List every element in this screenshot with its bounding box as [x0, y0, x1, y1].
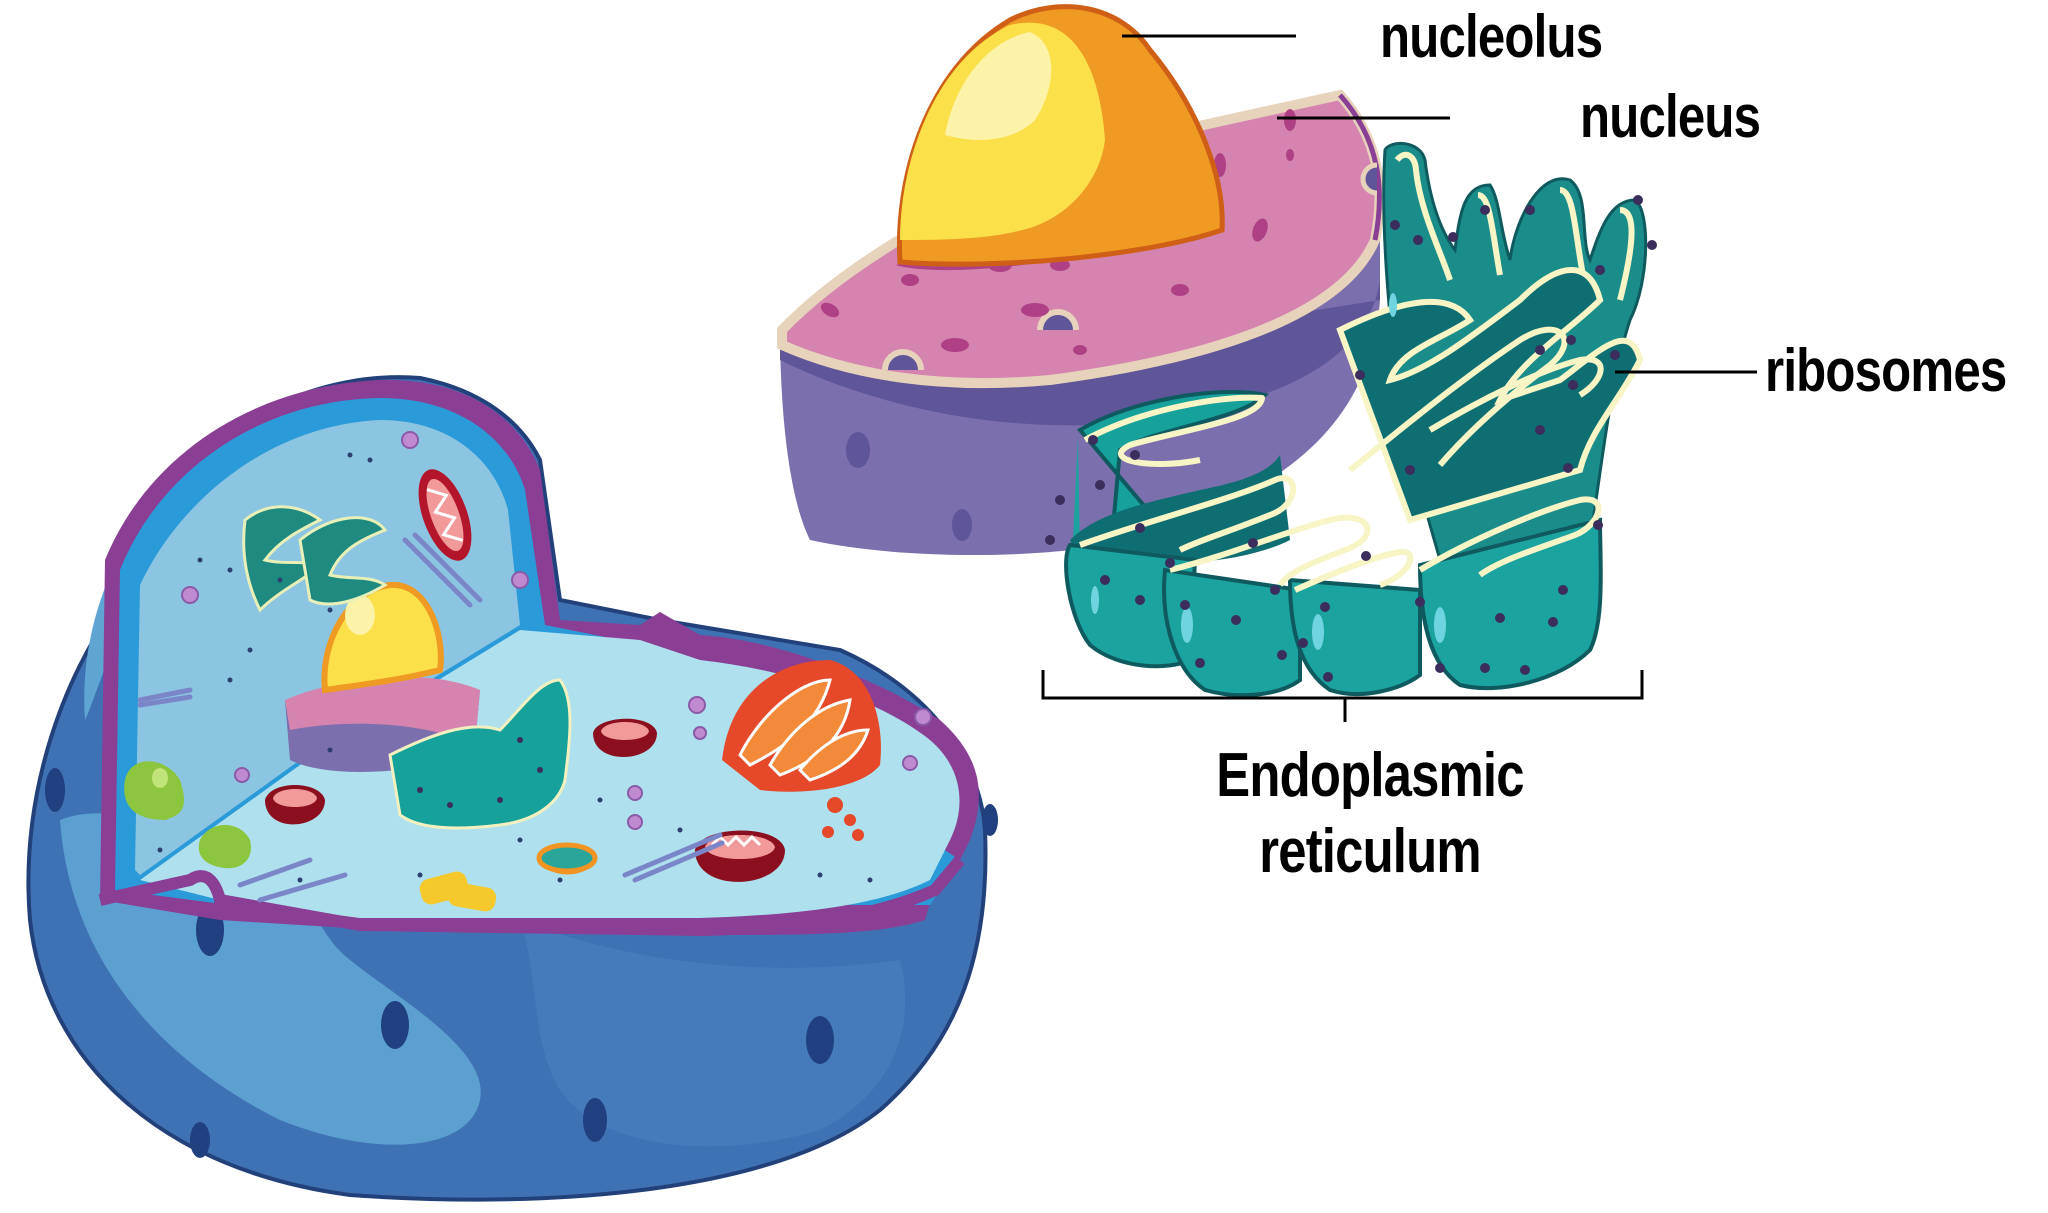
cell-membrane-front	[98, 856, 965, 937]
vacuoles	[124, 761, 251, 869]
er-cisternae-front	[1064, 293, 1604, 698]
nucleolus	[896, 4, 1225, 267]
label-ribosomes: ribosomes	[1765, 337, 2007, 404]
label-er-line1: Endoplasmic	[1216, 741, 1524, 810]
animal-cell	[26, 375, 998, 1202]
er-ribosomes	[1088, 195, 1657, 682]
label-nucleolus: nucleolus	[1380, 3, 1603, 70]
lysosome	[536, 842, 598, 875]
cell-mid-band	[520, 920, 906, 1147]
vesicles	[181, 431, 932, 830]
chromatin	[820, 109, 1296, 355]
label-endoplasmic-reticulum: Endoplasmic reticulum	[1173, 738, 1567, 890]
free-ribosomes	[157, 452, 873, 883]
label-er-line2: reticulum	[1259, 817, 1481, 886]
leader-lines	[1041, 34, 1757, 722]
er-bracket	[1041, 670, 1644, 700]
rough-endoplasmic-reticulum	[1064, 141, 1657, 698]
nucleus-pore	[952, 509, 972, 541]
centrioles	[419, 871, 497, 912]
nucleus-pore	[846, 432, 870, 468]
cell-er-ribosomes	[417, 737, 543, 808]
label-nucleus: nucleus	[1580, 83, 1761, 150]
microtubules	[137, 532, 725, 903]
cell-rough-er	[388, 678, 572, 830]
cell-smooth-er	[242, 505, 388, 613]
golgi-apparatus	[722, 660, 881, 841]
enlarged-nucleus	[777, 4, 1385, 555]
